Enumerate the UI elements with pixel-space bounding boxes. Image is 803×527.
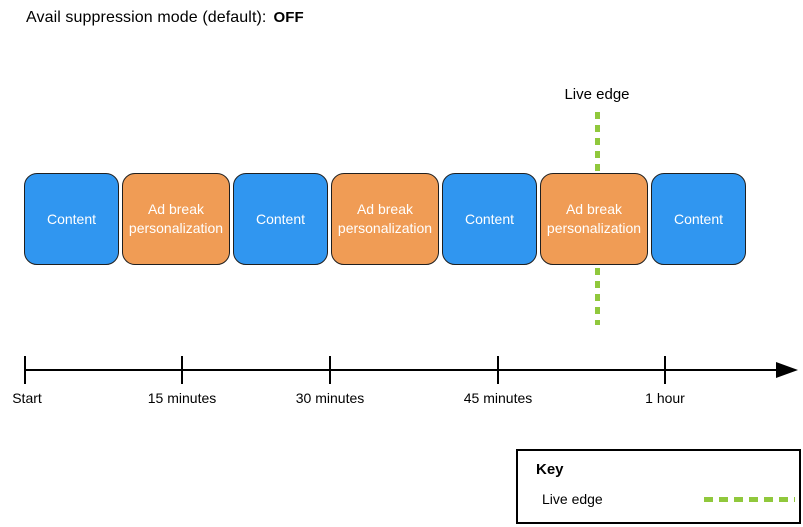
block-label: Ad break personalization (546, 201, 642, 236)
block-label: Ad break personalization (128, 201, 224, 236)
ad-break-block: Ad break personalization (331, 173, 439, 265)
key-live-edge-label: Live edge (542, 491, 603, 507)
block-label: Content (673, 210, 724, 227)
timeline-blocks-row: Content Ad break personalization Content… (24, 173, 746, 265)
time-axis-line (24, 369, 780, 371)
diagram-title-text: Avail suppression mode (default): (26, 9, 267, 26)
live-edge-label: Live edge (564, 86, 630, 103)
axis-tick-30min (329, 356, 331, 384)
axis-label-start: Start (12, 390, 42, 406)
block-label: Ad break personalization (337, 201, 433, 236)
axis-label-30min: 30 minutes (295, 390, 365, 406)
key-legend-title: Key (536, 461, 564, 478)
axis-tick-1hour (664, 356, 666, 384)
content-block: Content (442, 173, 537, 265)
axis-tick-45min (497, 356, 499, 384)
block-label: Content (464, 210, 515, 227)
ad-break-block: Ad break personalization (540, 173, 648, 265)
live-edge-swatch (704, 497, 795, 502)
block-label: Content (46, 210, 97, 227)
content-block: Content (233, 173, 328, 265)
content-block: Content (651, 173, 746, 265)
time-axis-arrowhead-icon (776, 362, 798, 378)
diagram-title-value: OFF (273, 9, 304, 26)
axis-tick-start (24, 356, 26, 384)
ad-break-block: Ad break personalization (122, 173, 230, 265)
content-block: Content (24, 173, 119, 265)
block-label: Content (255, 210, 306, 227)
axis-label-15min: 15 minutes (147, 390, 217, 406)
key-legend: Key Live edge (516, 449, 801, 524)
axis-tick-15min (181, 356, 183, 384)
axis-label-1hour: 1 hour (645, 390, 685, 406)
diagram-title: Avail suppression mode (default): OFF (26, 9, 304, 27)
axis-label-45min: 45 minutes (463, 390, 533, 406)
